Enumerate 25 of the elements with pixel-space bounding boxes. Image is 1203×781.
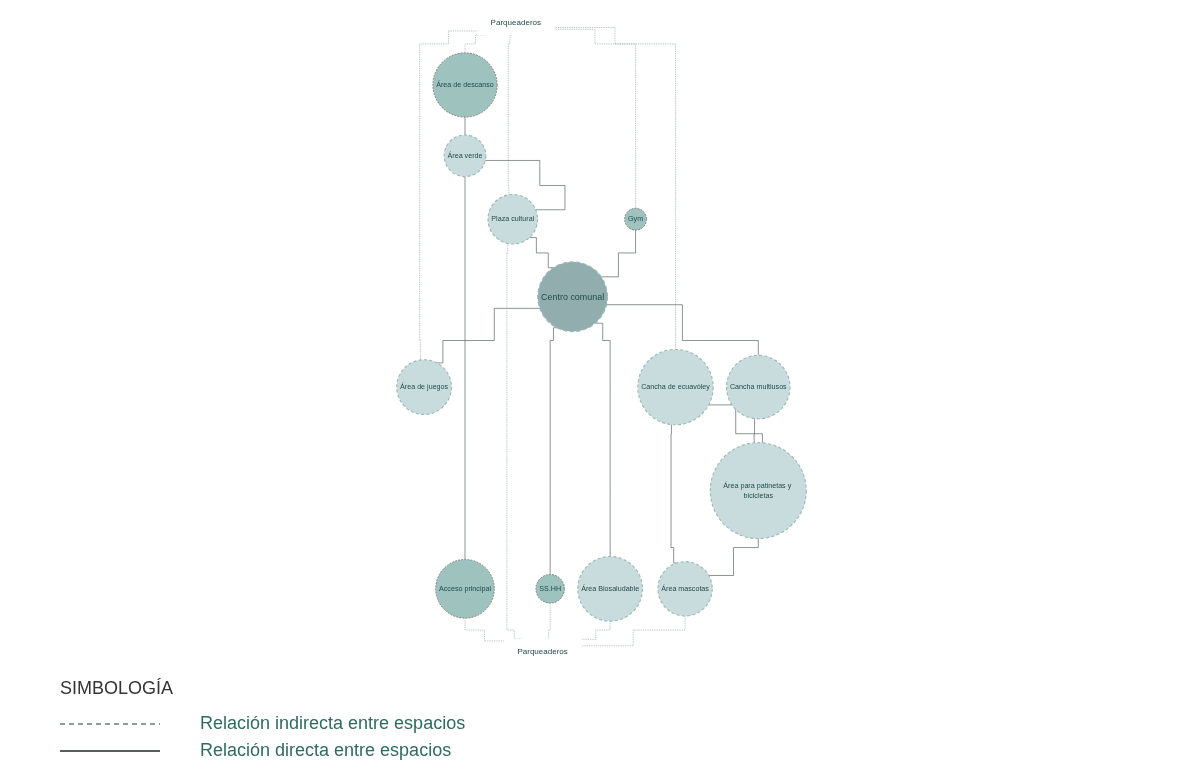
connector [580,620,611,640]
node-text: Parqueaderos [490,17,542,27]
connector [554,27,676,350]
legend-label: Relación indirecta entre espacios [200,713,466,734]
connector [708,538,759,576]
connector [484,160,566,211]
connector [549,327,558,575]
node-text: Parqueaderos [517,647,568,656]
connector [507,34,512,195]
legend-label: Relación directa entre espacios [200,740,452,761]
connector [554,28,636,209]
connector [670,424,677,564]
connector [529,237,554,269]
connector [419,30,478,361]
legend-heading: SIMBOLOGÍA [60,678,174,699]
connector [464,116,466,136]
connector [464,176,466,560]
connector [600,229,636,278]
connector [464,617,505,642]
connector [708,404,763,444]
node-circle: Centro comunal [537,261,609,333]
connector [436,308,541,364]
connector [753,418,756,444]
connector [606,304,759,356]
connector [580,615,686,647]
